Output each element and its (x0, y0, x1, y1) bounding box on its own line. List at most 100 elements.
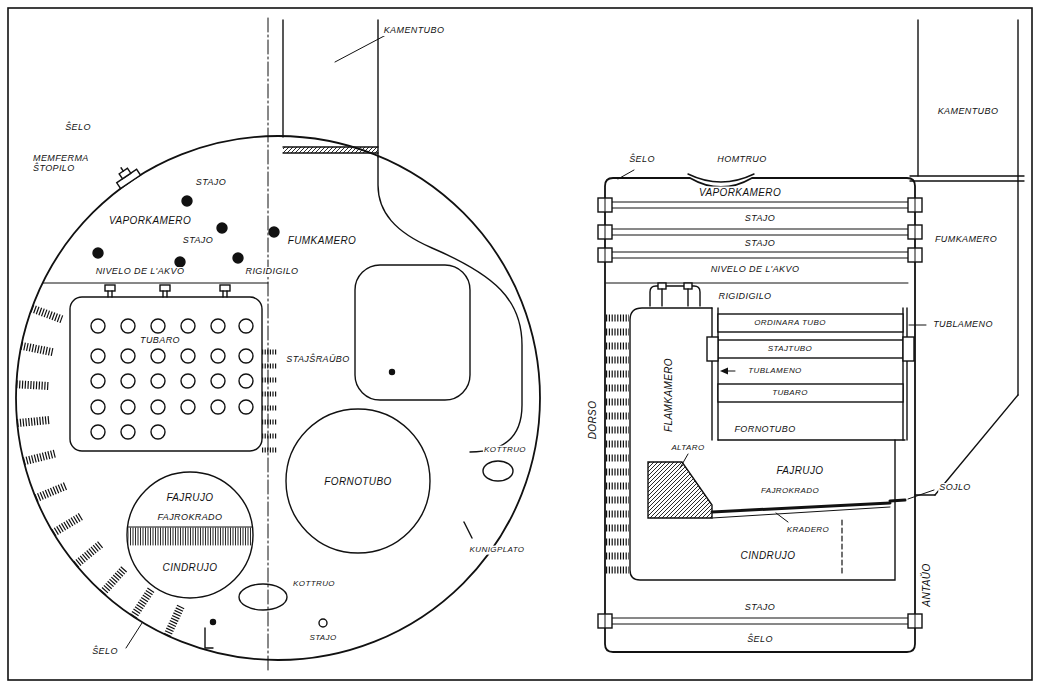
part-label: TUBLAMENO (747, 367, 802, 376)
grate-bar (143, 528, 144, 545)
leader-line (776, 513, 788, 522)
part-label: NIVELO DE L'AKVO (710, 265, 801, 275)
stay-rod (612, 208, 908, 209)
grate-bar (230, 528, 231, 545)
grate-bar (195, 528, 196, 545)
stay-dot (269, 227, 279, 237)
part-label: RIGIDIGILO (717, 292, 772, 302)
grate-bar (250, 528, 251, 545)
girder-bolt (166, 291, 167, 297)
girder-bolt (111, 291, 112, 297)
part-label: ŜELO (91, 647, 119, 657)
part-label: STAJO (744, 603, 776, 613)
dead-plate (890, 500, 905, 501)
part-label: CINDRUJO (162, 562, 219, 573)
girder-bolt (222, 291, 223, 297)
tube-circle (121, 319, 135, 333)
furnace-circle (127, 472, 253, 598)
tube-rect (718, 314, 903, 332)
grate-bar (225, 528, 226, 545)
grate-bar (180, 528, 181, 545)
grate-bar (235, 528, 236, 545)
tube-circle (151, 374, 165, 388)
part-label: ŜELO (628, 155, 656, 165)
grate-bar (138, 528, 139, 545)
staybolt (606, 483, 629, 490)
tube-circle (91, 425, 105, 439)
part-label: KOTTRUO (483, 446, 527, 455)
tube-circle (239, 374, 253, 388)
center-line (268, 18, 269, 670)
part-label: ŜELO (746, 635, 774, 645)
tube-circle (239, 400, 253, 414)
grate-bar (135, 528, 136, 545)
part-label: TUBLAMENO (932, 320, 994, 330)
grate-bar (153, 528, 154, 545)
tube-circle (151, 319, 165, 333)
drain-dot (211, 620, 216, 625)
stay-dot (233, 253, 243, 263)
safety-valve (111, 161, 140, 189)
staybolt (24, 454, 55, 462)
staybolt (606, 553, 629, 560)
stay-nut (908, 225, 922, 239)
manhole-arc (688, 174, 754, 182)
part-label: SOJLO (938, 483, 972, 493)
tube-circle (151, 349, 165, 363)
stay-rod (612, 202, 908, 203)
tube-circle (121, 349, 135, 363)
staybolt (262, 420, 277, 425)
leader-line (126, 623, 142, 648)
grate-bar (218, 528, 219, 545)
grate-bar (248, 528, 249, 545)
staybolt (606, 357, 629, 364)
grate-bar (243, 528, 244, 545)
front-tube-plate (906, 308, 907, 440)
girder-nut (658, 283, 666, 289)
tube-circle (211, 400, 225, 414)
stay-nut (908, 248, 922, 262)
grate-bar (155, 528, 156, 545)
frame-border (8, 8, 1032, 680)
part-label: NIVELO DE L'AKVO (95, 267, 186, 277)
grate-bar (140, 528, 141, 545)
stay-rod (612, 235, 908, 236)
valve-stem (121, 168, 123, 171)
stay-nut (598, 614, 612, 628)
part-label: FAJROKRADO (157, 513, 224, 523)
girder-bolt (226, 291, 227, 297)
mudhole-ellipse (483, 461, 513, 481)
staybolt (36, 486, 66, 498)
arrow-head (720, 368, 728, 375)
staybolt (32, 308, 62, 319)
part-label: STAJO (195, 178, 227, 188)
part-label: STAJO (182, 236, 214, 246)
girder-bolt (162, 291, 163, 297)
ashpit-door (841, 520, 842, 574)
staybolt (16, 384, 48, 386)
part-label: STAJO (308, 634, 337, 643)
part-label: TUBARO (771, 389, 809, 398)
grate-bearer (712, 507, 890, 518)
chimney-band-hatch (283, 147, 378, 153)
shell-outline (605, 178, 915, 652)
grate-bar (130, 528, 131, 545)
part-label: RIGIDIGILO (244, 267, 299, 277)
grate-bar (223, 528, 224, 545)
staybolt (262, 378, 277, 383)
stay-rod (612, 229, 908, 230)
grate-bar (233, 528, 234, 545)
staybolt (606, 427, 629, 434)
stay-nut-line (605, 248, 606, 262)
part-label: KRADERO (786, 526, 830, 535)
staybolt (103, 569, 124, 593)
part-label: FLAMKAMERO (663, 357, 674, 433)
tube-circle (181, 319, 195, 333)
part-label: CINDRUJO (740, 550, 797, 561)
grate-bar (148, 528, 149, 545)
grate-bar (220, 528, 221, 545)
stay-tube-nut (707, 337, 718, 361)
staybolt (606, 497, 629, 504)
grate-bar (185, 528, 186, 545)
staybolt (262, 434, 277, 439)
